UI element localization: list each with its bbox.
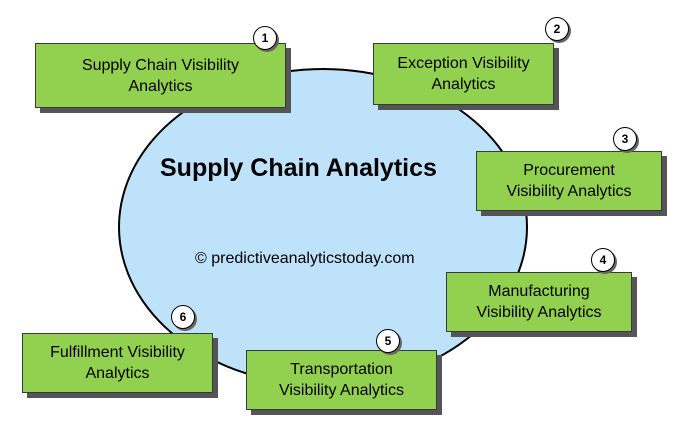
- node-label: Supply Chain Visibility Analytics: [81, 56, 240, 95]
- node-transportation-visibility-analytics: Transportation Visibility Analytics: [246, 350, 437, 410]
- node-number-badge: 2: [545, 17, 569, 41]
- node-number-badge: 3: [613, 127, 637, 151]
- node-supply-chain-visibility-analytics: Supply Chain Visibility Analytics: [35, 43, 286, 108]
- node-label: Fulfillment Visibility Analytics: [50, 344, 185, 382]
- node-number-badge: 5: [376, 329, 400, 353]
- node-manufacturing-visibility-analytics: Manufacturing Visibility Analytics: [446, 272, 632, 332]
- node-number-badge: 1: [253, 26, 277, 50]
- node-procurement-visibility-analytics: Procurement Visibility Analytics: [476, 151, 662, 211]
- diagram-title: Supply Chain Analytics: [160, 154, 437, 182]
- copyright-text: © predictiveanalyticstoday.com: [195, 250, 415, 267]
- node-label: Transportation Visibility Analytics: [278, 361, 405, 399]
- node-number-badge: 6: [171, 305, 195, 329]
- node-number-badge: 4: [591, 248, 615, 272]
- node-exception-visibility-analytics: Exception Visibility Analytics: [373, 43, 554, 105]
- node-label: Manufacturing Visibility Analytics: [476, 283, 602, 321]
- node-label: Exception Visibility Analytics: [397, 55, 530, 93]
- node-fulfillment-visibility-analytics: Fulfillment Visibility Analytics: [22, 333, 213, 393]
- node-label: Procurement Visibility Analytics: [506, 162, 632, 200]
